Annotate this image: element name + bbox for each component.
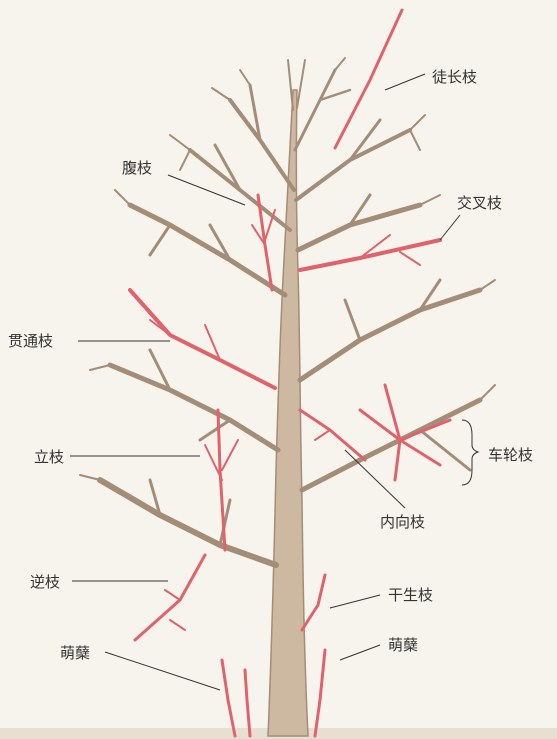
- inward-branch: [300, 410, 365, 460]
- label-trunk-shoot: 干生枝: [388, 586, 433, 604]
- label-inward-branch: 内向枝: [380, 513, 425, 531]
- water-sprout-branch: [335, 10, 402, 148]
- label-sucker-right: 萌蘖: [388, 636, 418, 654]
- through-branch: [130, 290, 275, 388]
- label-upright-branch: 立枝: [34, 448, 64, 466]
- reverse-branch: [135, 555, 205, 640]
- label-crossing-branch: 交叉枝: [457, 194, 502, 212]
- label-water-sprout: 徒长枝: [432, 68, 477, 86]
- sucker-left: [222, 660, 235, 736]
- label-through-branch: 贯通枝: [8, 332, 53, 350]
- trunk-shoot: [302, 575, 325, 630]
- sucker-right: [315, 650, 325, 736]
- label-sucker-left: 萌蘖: [60, 644, 90, 662]
- label-inner-branch: 腹枝: [122, 159, 152, 177]
- label-wheel-branches: 车轮枝: [488, 446, 533, 464]
- label-reverse-branch: 逆枝: [30, 573, 60, 591]
